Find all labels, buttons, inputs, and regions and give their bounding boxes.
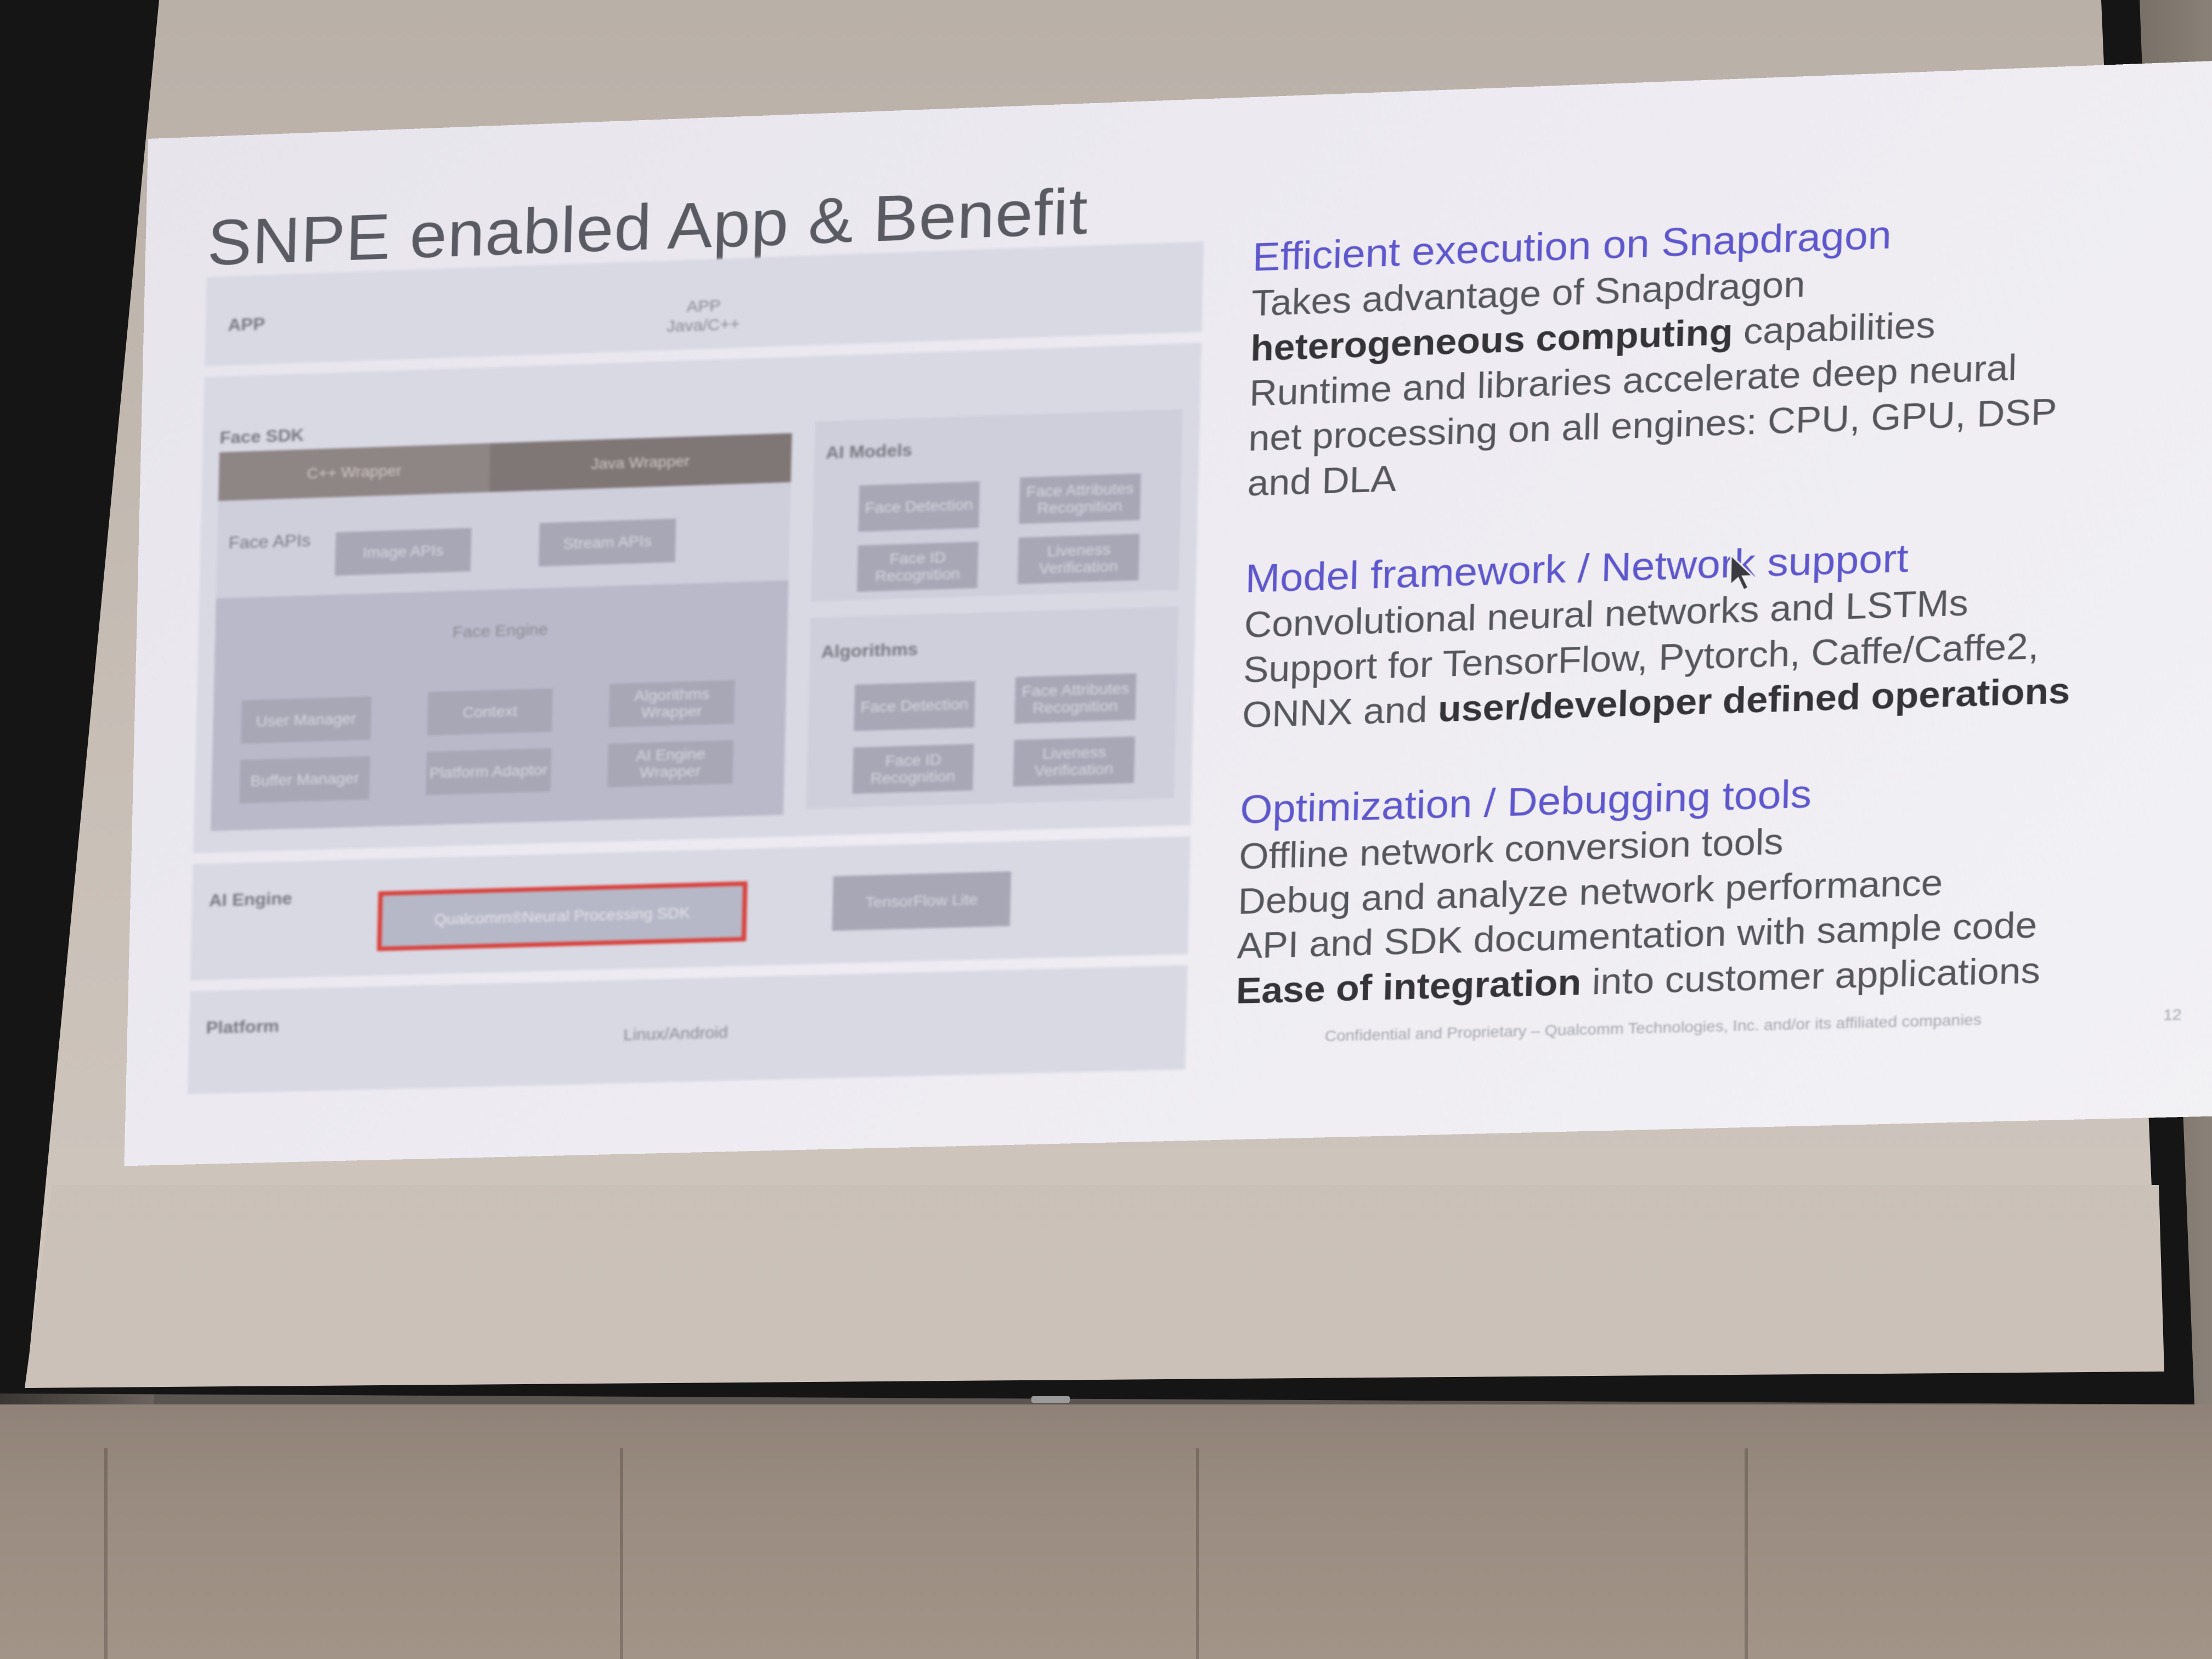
platform-adaptor-block: Platform Adaptor	[426, 748, 551, 795]
face-apis-label: Face APIs	[228, 531, 311, 553]
user-manager-block: User Manager	[241, 696, 371, 743]
algorithm-face-detection: Face Detection	[854, 681, 975, 731]
tensorflow-lite-block: TensorFlow Lite	[832, 871, 1011, 930]
slide: SNPE enabled App & Benefit APP APP Java/…	[124, 58, 2212, 1166]
benefits-column: Efficient execution on Snapdragon Takes …	[1234, 200, 2212, 1064]
app-layer-label: APP	[228, 314, 265, 335]
buffer-manager-block: Buffer Manager	[239, 756, 370, 803]
platform-layer: Platform Linux/Android	[188, 965, 1188, 1094]
projected-slide-area: SNPE enabled App & Benefit APP APP Java/…	[124, 58, 2212, 1166]
efficient-line-2-rest: capabilities	[1733, 304, 1936, 352]
ai-engine-label: AI Engine	[209, 888, 292, 911]
stream-apis-block: Stream APIs	[539, 518, 676, 566]
tools-line-4-bold: Ease of integration	[1235, 962, 1582, 1011]
ai-engine-wrapper-block: AI Engine Wrapper	[607, 740, 733, 787]
slide-page-number: 12	[2163, 1006, 2182, 1024]
algorithm-liveness: Liveness Verification	[1013, 736, 1135, 786]
model-framework-section: Model framework / Network support Convol…	[1242, 525, 2212, 738]
framework-line-3-start: ONNX and	[1242, 689, 1438, 735]
mouse-pointer-icon	[1728, 553, 1758, 592]
image-apis-block: Image APIs	[335, 528, 471, 575]
ai-model-face-id: Face ID Recognition	[857, 541, 978, 592]
optimization-tools-section: Optimization / Debugging tools Offline n…	[1235, 759, 2207, 1014]
java-wrapper-block: Java Wrapper	[489, 433, 792, 492]
ai-model-face-detection: Face Detection	[859, 482, 980, 532]
screen-indicator	[1031, 1396, 1070, 1403]
algorithms-label: Algorithms	[821, 639, 918, 662]
ai-model-face-attributes: Face Attributes Recognition	[1019, 473, 1141, 524]
ai-models-label: AI Models	[826, 440, 913, 463]
ai-model-liveness: Liveness Verification	[1018, 534, 1139, 584]
algorithm-face-id: Face ID Recognition	[853, 744, 974, 794]
algorithms-panel: Algorithms Face Detection Face Attribute…	[806, 606, 1178, 809]
algorithm-face-attributes: Face Attributes Recognition	[1014, 674, 1136, 724]
wall-panel-seams	[0, 1448, 2212, 1659]
platform-label: Platform	[206, 1016, 279, 1038]
cpp-wrapper-block: C++ Wrapper	[218, 443, 490, 501]
face-sdk-label: Face SDK	[219, 425, 304, 448]
app-layer-center-1: APP	[652, 296, 755, 318]
ai-engine-layer: AI Engine Qualcomm®Neural Processing SDK…	[190, 836, 1190, 980]
efficient-execution-section: Efficient execution on Snapdragon Takes …	[1247, 200, 2212, 506]
ai-models-panel: AI Models Face Detection Face Attributes…	[811, 409, 1183, 602]
face-api-panel: C++ Wrapper Java Wrapper Face APIs Image…	[211, 433, 792, 831]
app-layer-center-2: Java/C++	[652, 314, 755, 336]
context-block: Context	[427, 689, 553, 736]
platform-os: Linux/Android	[584, 1023, 767, 1046]
snpe-block: Qualcomm®Neural Processing SDK	[377, 881, 748, 951]
face-sdk-layer: Face SDK C++ Wrapper Java Wrapper Face A…	[193, 343, 1201, 854]
architecture-diagram: APP APP Java/C++ Face SDK C++ Wrapper Ja…	[188, 241, 1204, 1094]
algorithms-wrapper-block: Algorithms Wrapper	[609, 680, 735, 727]
